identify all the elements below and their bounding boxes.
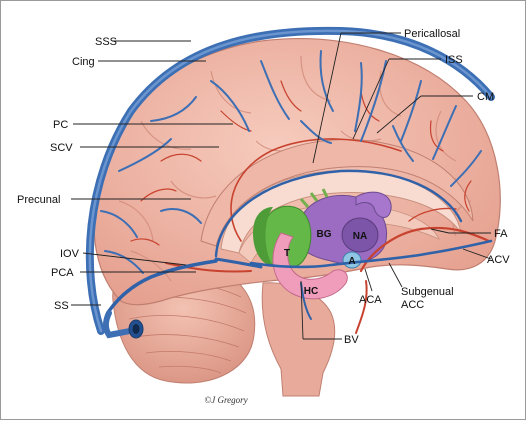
label-pc: PC — [53, 119, 68, 131]
label-bg: BG — [317, 229, 332, 240]
nucleus-accumbens — [341, 217, 379, 253]
label-t: T — [284, 248, 290, 259]
caudate-tail — [355, 191, 392, 218]
label-sss: SSS — [95, 36, 117, 48]
label-acv: ACV — [487, 254, 510, 266]
label-scv: SCV — [50, 142, 73, 154]
label-hc: HC — [304, 286, 318, 297]
leader-lines — [71, 32, 492, 340]
label-cing: Cing — [72, 56, 95, 68]
label-ss: SS — [54, 300, 69, 312]
label-subgenual: Subgenual — [401, 286, 454, 298]
label-iov: IOV — [60, 248, 80, 260]
sinus-highlight — [88, 29, 493, 333]
label-acc: ACC — [401, 299, 424, 311]
cerebellum-folia — [122, 280, 247, 374]
label-pca: PCA — [51, 267, 74, 279]
label-aca: ACA — [359, 294, 382, 306]
label-fa: FA — [494, 228, 508, 240]
deep-veins — [107, 169, 493, 320]
cingulate-gyrus — [200, 139, 474, 247]
label-bv: BV — [344, 334, 359, 346]
label-iss: ISS — [445, 54, 463, 66]
sinus-opening — [132, 324, 140, 334]
label-cm: CM — [477, 91, 494, 103]
thalamus-shade — [253, 207, 273, 267]
label-na: NA — [353, 231, 367, 242]
artist-credit: ©J Gregory — [204, 395, 247, 405]
label-pericallosal: Pericallosal — [404, 28, 460, 40]
label-a: A — [348, 256, 355, 267]
label-precunal: Precunal — [17, 194, 60, 206]
